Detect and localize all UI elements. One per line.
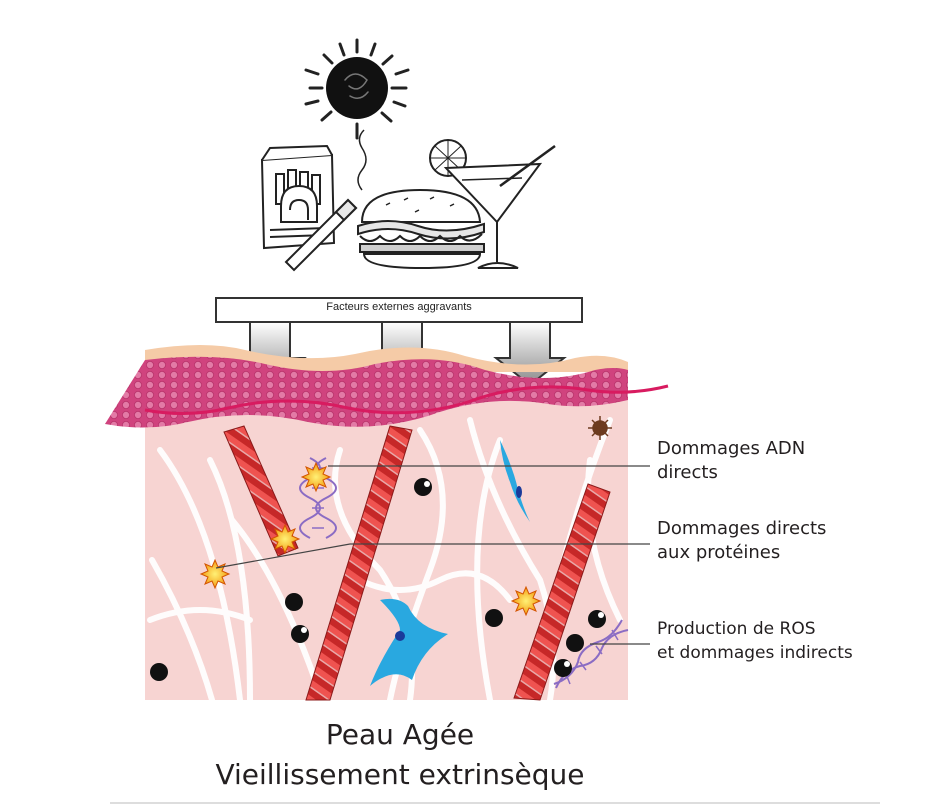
ros-particles [150, 478, 606, 681]
damage-star-icon [269, 523, 301, 555]
callout-dna-damage: Dommages ADN directs [657, 437, 805, 485]
sun-icon [304, 38, 410, 140]
callout-protein-line1: Dommages directs [657, 518, 827, 539]
callout-protein-damage: Dommages directs aux protéines [657, 517, 826, 565]
callout-leader-lines [215, 465, 650, 645]
callout-ros-line1: Production de ROS [657, 619, 816, 639]
callout-ros-line2: et dommages indirects [657, 643, 853, 663]
collagen-fibers [223, 425, 611, 701]
burger-icon [357, 188, 485, 270]
cocktail-glass-icon [429, 139, 556, 269]
cigarette-pack-icon [260, 144, 336, 250]
figure-title-line2: Vieillissement extrinsèque [215, 758, 585, 791]
damage-star-icon [199, 558, 231, 590]
fibroblast-cells [370, 440, 530, 686]
callout-protein-line2: aux protéines [657, 542, 781, 563]
callout-ros-production: Production de ROS et dommages indirects [657, 617, 853, 665]
callout-dna-line2: directs [657, 462, 718, 483]
damage-star-icon [510, 585, 542, 617]
pollutant-particle-icon [588, 416, 612, 440]
cigarette-icon [284, 129, 367, 272]
damage-star-icon [300, 461, 332, 493]
callout-dna-line1: Dommages ADN [657, 438, 806, 459]
figure-title-line1: Peau Agée [325, 718, 475, 751]
banner-label: Facteurs externes aggravants [326, 301, 472, 313]
